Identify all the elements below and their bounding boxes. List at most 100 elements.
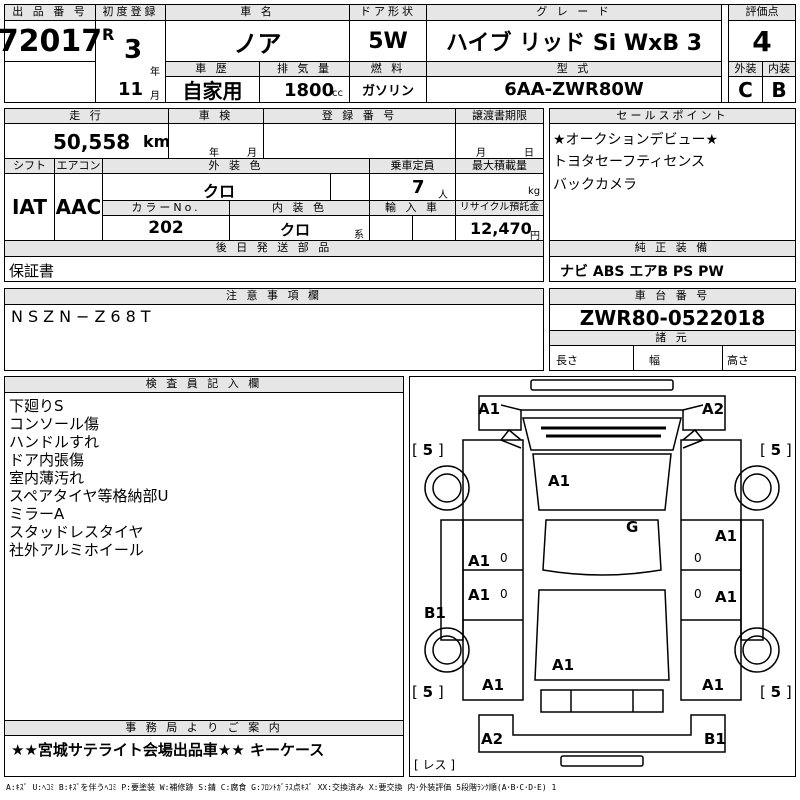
door-type: 5W: [349, 20, 427, 62]
door-header: ドア形状: [349, 4, 427, 21]
mileage-value: 50,558: [53, 130, 131, 154]
color-divider: [330, 174, 331, 200]
damage-windshield: A1: [548, 472, 571, 490]
inspector-notes: 下廻りS コンソール傷 ハンドルすれ ドア内張傷 室内薄汚れ スペアタイヤ等格納…: [4, 392, 404, 721]
displacement-header: 排 気 量: [259, 61, 350, 77]
tire-front-left: [ 5 ]: [412, 441, 444, 459]
car-name-header: 車 名: [165, 4, 350, 21]
inspection-year-unit: 年: [209, 148, 219, 159]
inspection-month-unit: 月: [247, 148, 257, 159]
inspector-line-1: 下廻りS: [9, 397, 64, 415]
air-conditioner: AAC: [54, 173, 103, 241]
tire-front-right-value: 5: [770, 441, 782, 459]
notes-header: 注 意 事 項 欄: [4, 288, 544, 305]
sales-point-2: トヨタセーフティセンス: [553, 154, 706, 170]
chassis-header: 車 台 番 号: [549, 288, 796, 305]
interior-color-header: 内 装 色: [229, 200, 370, 216]
model-header: 型 式: [426, 61, 722, 77]
max-load-unit: kg: [528, 186, 541, 197]
inspector-line-8: スタッドレスタイヤ: [9, 523, 144, 541]
reg-month-unit: 月: [150, 91, 160, 102]
damage-front-right-corner: A2: [702, 400, 725, 418]
damage-rear-right-corner: B1: [704, 730, 726, 748]
sales-points-header: セールスポイント: [549, 108, 796, 124]
tire-rear-left-value: 5: [422, 683, 434, 701]
later-parts-header: 後 日 発 送 部 品: [4, 240, 544, 257]
specs-header: 諸 元: [549, 330, 796, 346]
damage-right-quarter: A1: [702, 676, 725, 694]
notes-value: NSZN−Z68T: [11, 307, 156, 326]
damage-rear-left-corner: A2: [481, 730, 504, 748]
inspector-line-7: ミラーA: [9, 505, 65, 523]
score-header: 評価点: [728, 4, 796, 21]
damage-front-left-corner: A1: [478, 400, 501, 418]
spare-tire-value: レス: [422, 758, 447, 772]
mileage: 50,558 km: [4, 123, 170, 159]
history: 自家用: [165, 76, 260, 103]
notes: NSZN−Z68T: [4, 304, 544, 371]
import-divider: [412, 216, 413, 240]
tire-front-right: [ 5 ]: [760, 441, 792, 459]
shift-header: シフト: [4, 158, 55, 174]
shift: IAT: [4, 173, 55, 241]
grade-header: グ レ ー ド: [426, 4, 722, 21]
width-label: 幅: [649, 354, 660, 367]
mileage-header: 走 行: [4, 108, 169, 124]
int-header: 内装: [762, 61, 796, 77]
interior-color: クロ 系: [229, 215, 370, 241]
office-value: ★★宮城サテライト会場出品車★★ キーケース: [11, 741, 325, 759]
first-registration: R 3 年 11 月: [95, 20, 166, 103]
car-outline-diagram: [424, 379, 780, 767]
tire-front-left-value: 5: [422, 441, 434, 459]
office-notes: ★★宮城サテライト会場出品車★★ キーケース: [4, 735, 404, 777]
exterior-color-header: 外 装 色: [102, 158, 370, 174]
inspection-date: 年 月: [168, 123, 264, 159]
tire-rear-left: [ 5 ]: [412, 683, 444, 701]
tire-rear-right-value: 5: [770, 683, 782, 701]
score: 4: [728, 20, 796, 62]
transfer-month-unit: 月: [476, 148, 486, 159]
sales-point-1: ★オークションデビュー★: [553, 132, 719, 148]
grade: ハイブ リッド Si WxB 3: [426, 20, 722, 62]
zero-marker-left-2: 0: [500, 587, 508, 601]
recycle-value: 12,470: [470, 219, 532, 238]
inspector-line-6: スペアタイヤ等格納部U: [9, 487, 169, 505]
reg-year-unit: 年: [150, 67, 160, 78]
fuel: ガソリン: [349, 76, 427, 103]
import: [369, 215, 456, 241]
seats: 7 人: [369, 173, 456, 201]
lot-blank: [4, 61, 96, 103]
office-header: 事 務 局 よ り ご 案 内: [4, 720, 404, 736]
displacement-value: 1800: [284, 80, 335, 101]
zero-marker-right-2: 0: [694, 587, 702, 601]
inspector-line-4: ドア内張傷: [9, 451, 85, 469]
transfer-deadline-header: 譲渡書期限: [455, 108, 544, 124]
later-parts-value: 保証書: [9, 262, 55, 280]
recycle-header: リサイクル預託金: [455, 200, 544, 216]
reg-year: 3: [124, 35, 143, 65]
zero-marker-right-1: 0: [694, 551, 702, 565]
damage-left-front-door: A1: [468, 552, 491, 570]
exterior-color: クロ: [102, 173, 370, 201]
height: 高さ: [722, 345, 796, 371]
lot-number: 72017: [0, 20, 102, 62]
ac-header: エアコン: [54, 158, 103, 174]
length: 長さ: [549, 345, 634, 371]
car-name: ノア: [165, 20, 350, 62]
lot-number-header: 出 品 番 号: [4, 4, 96, 21]
registration-number: [263, 123, 456, 159]
damage-left-rocker: B1: [424, 604, 446, 622]
ext-rating: C: [728, 76, 763, 103]
inspector-line-3: ハンドルすれ: [9, 433, 100, 451]
max-load: kg: [455, 173, 544, 201]
later-parts: 保証書: [4, 256, 544, 282]
chassis-number: ZWR80-0522018: [549, 304, 796, 331]
seats-header: 乗車定員: [369, 158, 456, 174]
damage-roof: G: [626, 518, 639, 536]
height-label: 高さ: [727, 354, 749, 367]
int-rating: B: [762, 76, 796, 103]
sales-point-3: バックカメラ: [553, 177, 637, 193]
displacement: 1800 cc: [259, 76, 350, 103]
damage-code-legend: A:ｷｽﾞ U:ﾍｺﾐ B:ｷｽﾞを伴うﾍｺﾐ P:要塗装 W:補修跡 S:錆 …: [6, 783, 557, 792]
first-registration-header: 初度登録: [95, 4, 166, 21]
